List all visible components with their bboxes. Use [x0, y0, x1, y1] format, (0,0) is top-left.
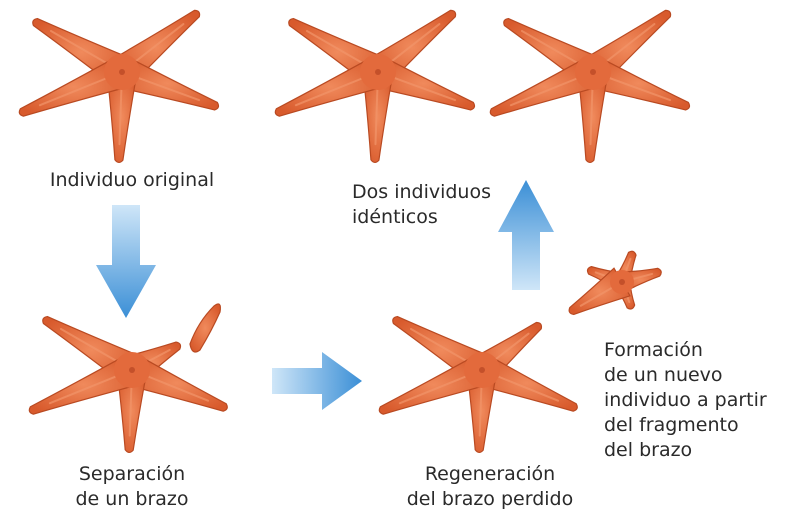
label-regeneration: Regeneración del brazo perdido [390, 462, 590, 512]
label-regeneration-line2: del brazo perdido [406, 488, 574, 510]
starfish-arm [475, 354, 578, 412]
starfish-arm [28, 354, 139, 415]
starfish-center [119, 69, 125, 75]
starfish-arm [378, 354, 489, 415]
starfish-arm [362, 70, 394, 164]
label-identical-line2: idénticos [352, 206, 438, 228]
starfish-identical-2-icon [489, 9, 691, 164]
starfish-arm [577, 70, 609, 164]
starfish-center [375, 69, 381, 75]
label-formation-line5: del brazo [604, 439, 693, 461]
label-identical-line1: Dos individuos [352, 181, 492, 203]
starfish-separation-icon [28, 315, 228, 454]
starfish-center [479, 367, 485, 373]
arm-fragment-icon [189, 303, 221, 353]
starfish-arm [489, 56, 600, 117]
arrow-right-icon [272, 352, 362, 410]
starfish-regeneration-icon [378, 315, 578, 454]
starfish-center [590, 69, 596, 75]
starfish-arm [586, 56, 691, 111]
label-separation-line1: Separación [78, 463, 186, 485]
starfish-original-icon [18, 9, 220, 164]
label-formation-line4: del fragmento [604, 414, 739, 436]
label-original: Individuo original [34, 168, 230, 193]
arm-fragment-shape [189, 303, 221, 353]
starfish-arm [116, 368, 148, 454]
arrow-up-icon [498, 180, 554, 290]
label-separation-line2: de un brazo [75, 488, 189, 510]
label-original-text: Individuo original [49, 169, 215, 191]
starfish-new-individual-icon [568, 250, 662, 316]
starfish-arm [18, 56, 129, 117]
label-regeneration-line1: Regeneración [424, 463, 556, 485]
starfish-arm [115, 56, 220, 111]
starfish-arm [125, 354, 228, 412]
starfish-arm [106, 70, 138, 164]
starfish-arm [274, 56, 385, 117]
starfish-identical-1-icon [274, 9, 476, 164]
starfish-center [619, 279, 625, 285]
label-formation-line2: de un nuevo [604, 364, 723, 386]
label-formation-line3: individuo a partir [604, 389, 767, 411]
label-formation: Formación de un nuevo individuo a partir… [604, 338, 767, 463]
label-separation: Separación de un brazo [44, 462, 220, 512]
starfish-arm [371, 56, 476, 111]
arrow-down-icon [96, 205, 156, 318]
label-identical: Dos individuos idénticos [352, 180, 491, 230]
starfish-center [129, 367, 135, 373]
label-formation-line1: Formación [604, 339, 703, 361]
starfish-arm [466, 368, 498, 454]
